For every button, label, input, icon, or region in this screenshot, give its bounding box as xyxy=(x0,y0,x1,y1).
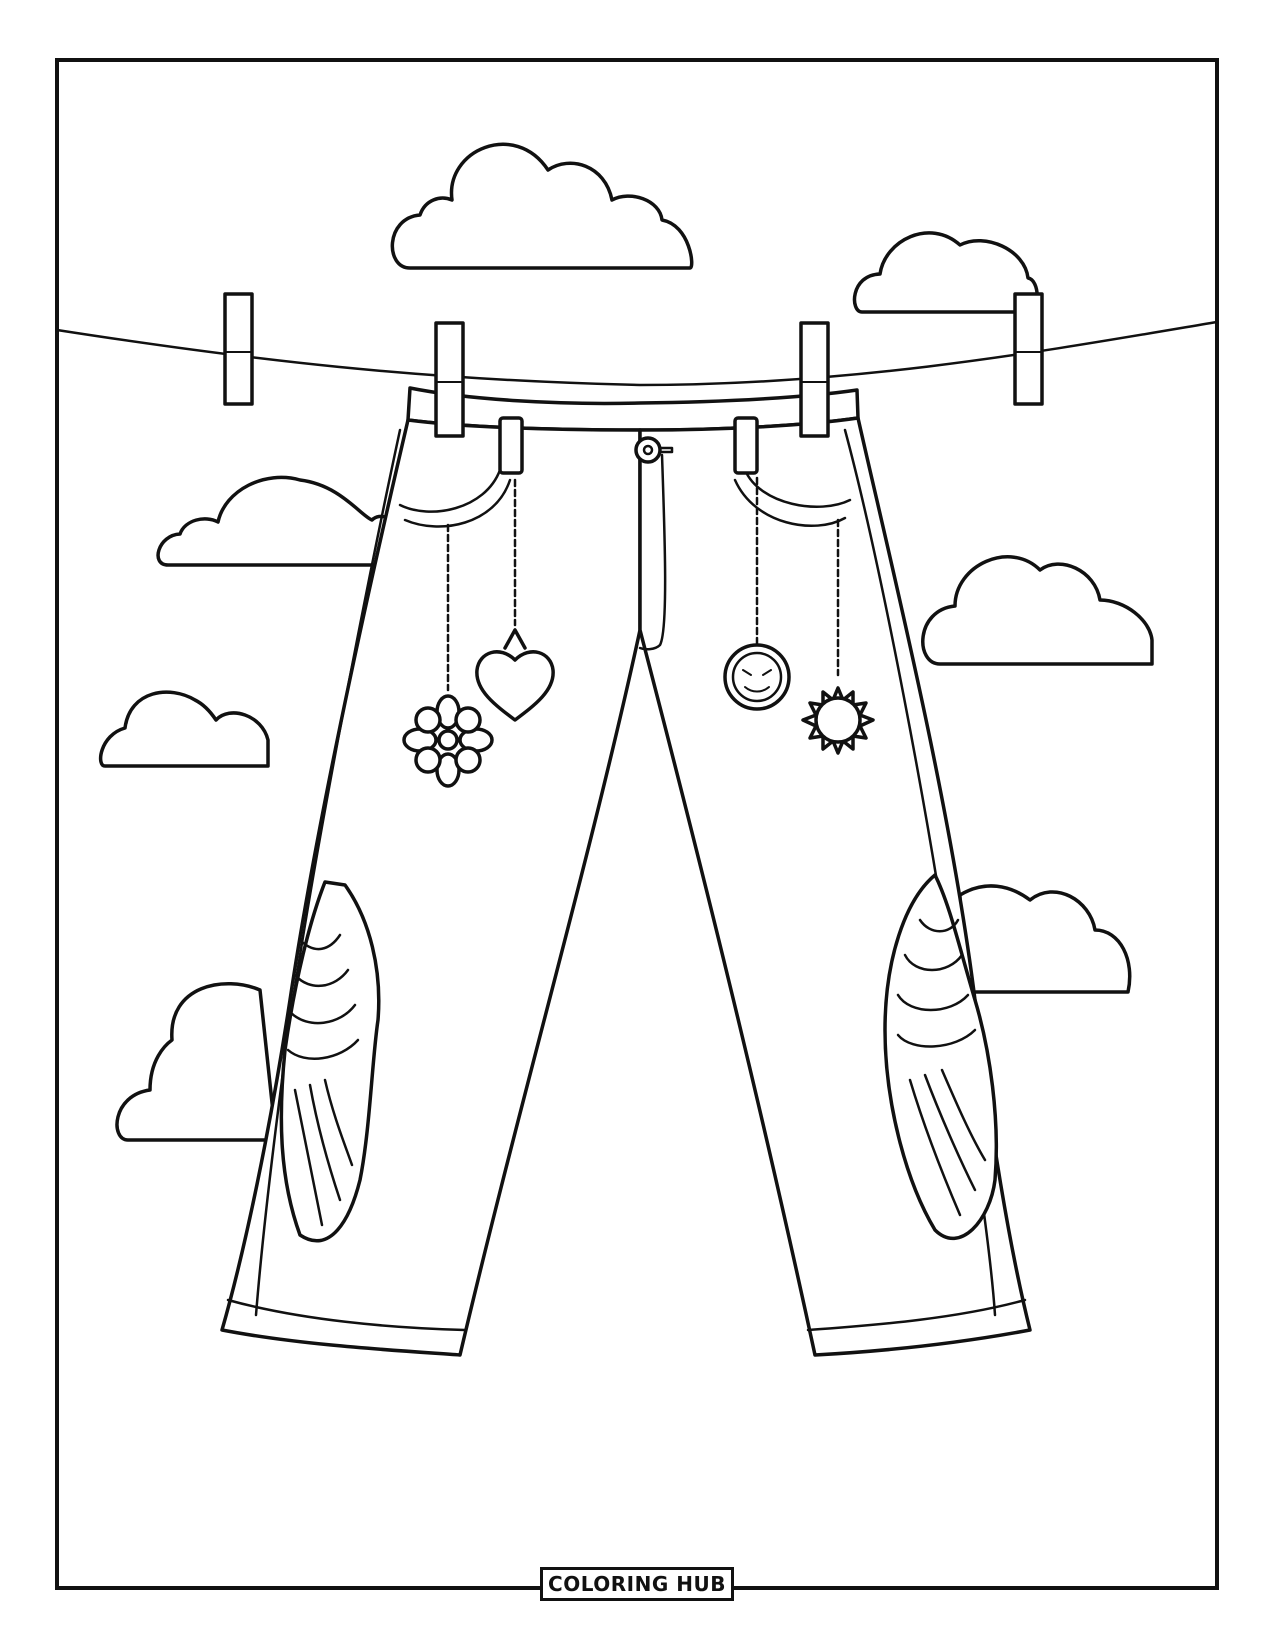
cloud-icon xyxy=(156,475,399,567)
clothespin-icon xyxy=(434,321,465,438)
cloud-icon xyxy=(115,982,278,1142)
sun-charm-icon xyxy=(801,686,875,755)
cloud-icon xyxy=(852,231,1039,314)
cloud-icon xyxy=(98,690,270,768)
wing-icon xyxy=(883,873,999,1241)
brand-badge: COLORING HUB xyxy=(540,1567,734,1601)
cloud-icon xyxy=(390,142,694,270)
flower-charm-icon xyxy=(402,694,494,788)
cloud-icon xyxy=(921,555,1154,666)
clothespin-icon xyxy=(223,292,254,406)
clothespin-icon xyxy=(799,321,830,438)
page-frame xyxy=(55,58,1219,1590)
smiley-charm-icon xyxy=(723,643,791,711)
heart-charm-icon xyxy=(475,628,555,722)
wing-icon xyxy=(279,880,381,1243)
brand-label: COLORING HUB xyxy=(548,1572,726,1596)
cloud-icon xyxy=(958,884,1132,994)
charm-chain xyxy=(446,476,840,692)
clothespin-icon xyxy=(1013,292,1044,406)
